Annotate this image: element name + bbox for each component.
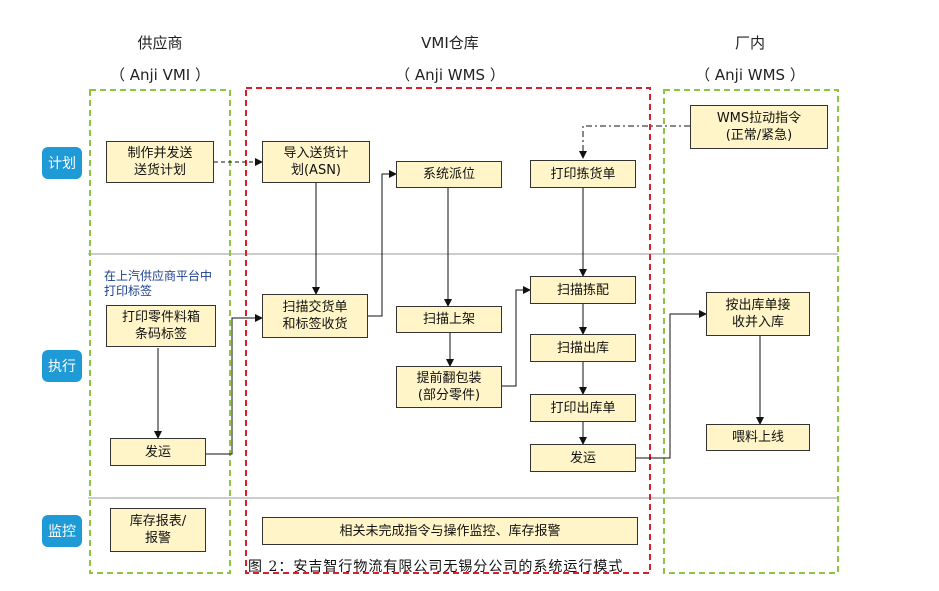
box-feed-line: 喂料上线	[706, 424, 810, 451]
box-scan-putaway: 扫描上架	[396, 306, 502, 333]
supplier-subtitle: （ Anji VMI ）	[109, 66, 211, 84]
box-inventory-alarm: 库存报表/ 报警	[110, 508, 206, 552]
box-scan-outbound: 扫描出库	[530, 334, 636, 362]
box-scan-receive: 扫描交货单 和标签收货	[262, 294, 368, 338]
arrow-pull-to-picklist	[579, 125, 690, 159]
vmi-column-border	[245, 87, 651, 574]
arrow-ship-to-receive	[206, 314, 263, 455]
box-system-dispatch: 系统派位	[396, 161, 502, 188]
plant-subtitle: （ Anji WMS ）	[695, 66, 805, 84]
phase-monitor-label: 监控	[42, 515, 82, 547]
box-print-labels: 打印零件料箱 条码标签	[106, 305, 216, 347]
plant-column-border	[663, 89, 839, 574]
arrow-ship-to-plant	[636, 310, 707, 459]
label-print-on-platform-note: 在上汽供应商平台中 打印标签	[104, 269, 213, 298]
box-make-send-plan: 制作并发送 送货计划	[106, 141, 214, 183]
box-scan-pick: 扫描拣配	[530, 276, 636, 304]
box-ship-vmi: 发运	[530, 444, 636, 472]
phase-plan-label: 计划	[42, 147, 82, 179]
box-import-asn: 导入送货计 划(ASN)	[262, 141, 370, 183]
box-wms-pull-command: WMS拉动指令 (正常/紧急)	[690, 105, 828, 149]
box-repack: 提前翻包装 (部分零件)	[396, 366, 502, 408]
vmi-title: VMI仓库	[421, 34, 479, 52]
box-ship-supplier: 发运	[110, 438, 206, 466]
box-print-pick-list: 打印拣货单	[530, 160, 636, 188]
phase-execute-label: 执行	[42, 350, 82, 382]
arrow-repack-to-pick	[502, 286, 531, 387]
figure-caption: 图 2：安吉智行物流有限公司无锡分公司的系统运行模式	[248, 559, 624, 575]
box-monitor-bar: 相关未完成指令与操作监控、库存报警	[262, 517, 638, 545]
supplier-title: 供应商	[137, 34, 183, 52]
box-outbound-receive: 按出库单接 收并入库	[706, 292, 810, 336]
arrow-receive-to-dispatch	[368, 170, 397, 317]
supplier-column-border	[89, 89, 231, 574]
box-print-outbound: 打印出库单	[530, 394, 636, 422]
plant-title: 厂内	[734, 34, 765, 52]
vmi-subtitle: （ Anji WMS ）	[395, 66, 505, 84]
